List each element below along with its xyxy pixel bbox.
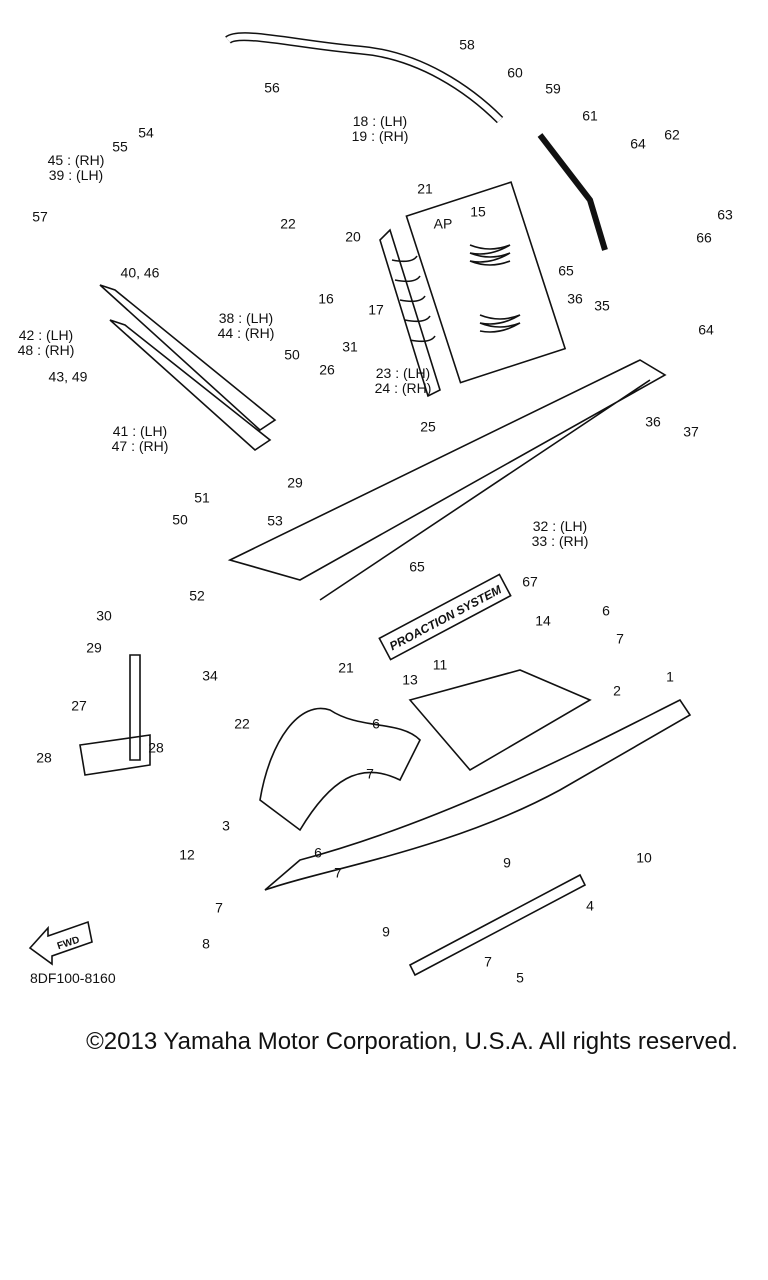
ski-handle bbox=[259, 707, 421, 832]
callout-label: 30 bbox=[96, 607, 112, 624]
callout-label: 8 bbox=[202, 935, 210, 952]
callout-label: 60 bbox=[507, 64, 523, 81]
proaction-decal-text: PROACTION SYSTEM bbox=[387, 582, 505, 653]
control-rod-upper bbox=[99, 284, 277, 452]
callout-label: 50 bbox=[172, 511, 188, 528]
callout-label: 6 bbox=[602, 602, 610, 619]
callout-label: 64 bbox=[630, 135, 646, 152]
callout-label: 3 bbox=[222, 817, 230, 834]
stabilizer-arm bbox=[537, 133, 608, 251]
callout-label: 7 bbox=[366, 765, 374, 782]
callout-label: 15 bbox=[470, 203, 486, 220]
callout-label: 23 : (LH) 24 : (RH) bbox=[374, 365, 432, 396]
part-code: 8DF100-8160 bbox=[30, 970, 116, 986]
callout-label: 20 bbox=[345, 228, 361, 245]
callout-label: 34 bbox=[202, 667, 218, 684]
callout-label: 37 bbox=[683, 423, 699, 440]
callout-label: 61 bbox=[582, 107, 598, 124]
callout-label: 29 bbox=[287, 474, 303, 491]
callout-label: 14 bbox=[535, 612, 551, 629]
callout-label: 1 bbox=[666, 668, 674, 685]
callout-label: 25 bbox=[420, 418, 436, 435]
callout-label: AP bbox=[433, 215, 453, 232]
spindle bbox=[79, 654, 151, 776]
callout-label: 57 bbox=[32, 208, 48, 225]
callout-label: 26 bbox=[319, 361, 335, 378]
callout-label: 42 : (LH) 48 : (RH) bbox=[17, 327, 75, 358]
shock-absorber bbox=[379, 228, 441, 398]
shock-spring bbox=[469, 244, 521, 333]
callout-label: 11 bbox=[432, 656, 448, 673]
callout-label: 6 bbox=[314, 844, 322, 861]
slide-rail bbox=[227, 359, 667, 601]
callout-label: 9 bbox=[382, 923, 390, 940]
callout-label: 22 bbox=[234, 715, 250, 732]
callout-label: 4 bbox=[586, 897, 594, 914]
callout-label: 17 bbox=[368, 301, 384, 318]
callout-label: 52 bbox=[189, 587, 205, 604]
callout-label: 12 bbox=[179, 846, 195, 863]
callout-label: 18 : (LH) 19 : (RH) bbox=[351, 113, 409, 144]
callout-label: 10 bbox=[636, 849, 652, 866]
ski-runner bbox=[264, 698, 692, 891]
fwd-arrow-icon bbox=[28, 920, 93, 966]
callout-label: 59 bbox=[545, 80, 561, 97]
callout-label: 45 : (RH) 39 : (LH) bbox=[47, 152, 105, 183]
shock-spring-box bbox=[405, 181, 567, 384]
callout-label: 35 bbox=[594, 297, 610, 314]
callout-label: 51 bbox=[194, 489, 210, 506]
callout-label: 27 bbox=[71, 697, 87, 714]
ski-bracket bbox=[408, 669, 592, 772]
callout-label: 64 bbox=[698, 321, 714, 338]
callout-label: 6 bbox=[372, 715, 380, 732]
callout-label: 53 bbox=[267, 512, 283, 529]
copyright-notice: ©2013 Yamaha Motor Corporation, U.S.A. A… bbox=[86, 1028, 738, 1055]
callout-label: 7 bbox=[215, 899, 223, 916]
callout-label: 41 : (LH) 47 : (RH) bbox=[111, 423, 169, 454]
callout-label: 5 bbox=[516, 969, 524, 986]
callout-label: 65 bbox=[558, 262, 574, 279]
callout-label: 7 bbox=[616, 630, 624, 647]
callout-label: 54 bbox=[138, 124, 154, 141]
callout-label: 13 bbox=[402, 671, 418, 688]
callout-label: 29 bbox=[86, 639, 102, 656]
callout-label: 21 bbox=[417, 180, 433, 197]
callout-label: 36 bbox=[645, 413, 661, 430]
parts-diagram-art: PROACTION SYSTEM FWD bbox=[28, 32, 692, 977]
callout-label: 32 : (LH) 33 : (RH) bbox=[531, 518, 589, 549]
callout-label: 58 bbox=[459, 36, 475, 53]
callout-label: 36 bbox=[567, 290, 583, 307]
proaction-decal bbox=[378, 573, 512, 661]
callout-label: 66 bbox=[696, 229, 712, 246]
wear-bar bbox=[408, 873, 587, 977]
callout-label: 40, 46 bbox=[120, 264, 160, 281]
callout-label: 2 bbox=[613, 682, 621, 699]
callout-label: 31 bbox=[342, 338, 358, 355]
callout-label: 22 bbox=[280, 215, 296, 232]
callout-label: 50 bbox=[284, 346, 300, 363]
callout-label: 28 bbox=[148, 739, 164, 756]
callout-label: 28 bbox=[36, 749, 52, 766]
callout-label: 7 bbox=[484, 953, 492, 970]
callout-label: 7 bbox=[334, 864, 342, 881]
callout-label: 43, 49 bbox=[48, 368, 88, 385]
callout-label: 38 : (LH) 44 : (RH) bbox=[217, 310, 275, 341]
callout-label: 21 bbox=[338, 659, 354, 676]
callout-label: 63 bbox=[717, 206, 733, 223]
callout-label: 16 bbox=[318, 290, 334, 307]
callout-label: 62 bbox=[664, 126, 680, 143]
callout-label: 55 bbox=[112, 138, 128, 155]
callout-label: 65 bbox=[409, 558, 425, 575]
callout-label: 56 bbox=[264, 79, 280, 96]
callout-label: 67 bbox=[522, 573, 538, 590]
callout-label: 9 bbox=[503, 854, 511, 871]
